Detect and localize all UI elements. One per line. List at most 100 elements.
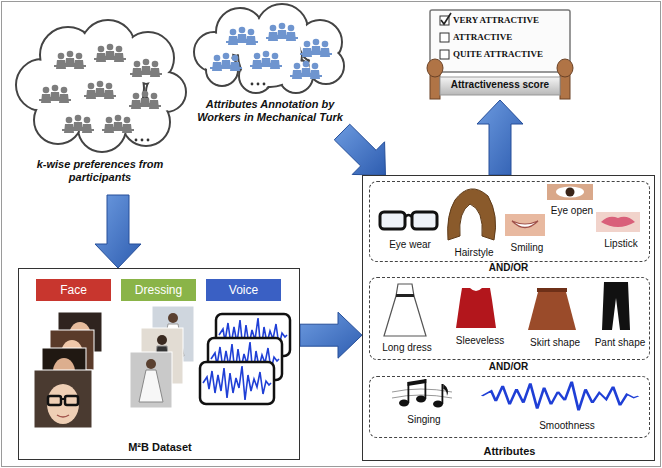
text-slot: ATTRACTIVE	[453, 32, 567, 43]
face-photos	[34, 312, 102, 428]
participants-cloud-shape	[39, 85, 71, 103]
dressing-photos	[168, 313, 178, 323]
participants-cloud-shape	[39, 44, 162, 133]
attribute-name: Long dress	[372, 342, 442, 354]
block-arrow	[477, 100, 523, 175]
score-sign: VERY ATTRACTIVE ATTRACTIVE QUITE ATTRACTIV…	[415, 6, 585, 100]
participants-cloud-shape	[135, 139, 150, 142]
smile-icon	[512, 221, 538, 228]
attribute-group: Long dress Sleeveless Skirt shapePant shap…	[369, 277, 650, 360]
voice-waveforms	[203, 366, 271, 400]
annotators-cloud-shape	[196, 6, 343, 92]
connective-label: AND/OR	[368, 361, 649, 373]
smile-icon	[505, 214, 545, 236]
score-board	[557, 59, 573, 77]
annotators-cloud: Attributes Annotation by Workers in Mech…	[190, 0, 350, 132]
annotators-cloud-shape	[194, 4, 344, 93]
face-photos	[47, 384, 79, 424]
text-slot: Attributes	[363, 445, 656, 458]
eyewear-icon	[405, 215, 412, 217]
face-photos	[61, 398, 65, 400]
text-slot: Face	[36, 283, 111, 297]
dressing-photos	[146, 359, 156, 369]
checkbox-option: QUITE ATTRACTIVE	[453, 49, 567, 60]
score-board	[441, 13, 451, 24]
voice-waveforms	[200, 362, 274, 404]
skirt-icon	[528, 288, 576, 330]
attribute-name: Smiling	[502, 242, 552, 254]
participants-cloud-shape	[54, 51, 86, 69]
pants-icon	[602, 282, 630, 330]
text-slot: Dressing	[121, 283, 196, 297]
participants-cloud-shape	[16, 20, 186, 152]
pants-icon	[602, 282, 630, 330]
annotators-cloud-shape	[251, 83, 254, 86]
text-slot: VERY ATTRACTIVE	[453, 15, 567, 26]
attribute-group: Eye wearHairstyleSmiling Eye openLipstick	[369, 181, 650, 262]
dressing-photos	[130, 352, 172, 408]
text-slot: AND/OR	[368, 262, 649, 274]
box-caption: Attributes	[363, 445, 656, 458]
lipstick-icon	[601, 217, 635, 227]
participants-cloud-shape	[130, 59, 162, 77]
text-slot: Eye wear	[372, 239, 448, 251]
annotators-cloud-shape	[226, 27, 258, 45]
face-photos	[65, 396, 78, 405]
face-photos	[34, 370, 92, 428]
text-slot: Pant shape	[590, 337, 650, 349]
attribute-name: Eye wear	[372, 239, 448, 251]
lipstick-icon	[596, 212, 640, 232]
attribute-name: Skirt shape	[520, 337, 590, 349]
participants-cloud-shape	[135, 139, 138, 142]
annotators-cloud-shape	[210, 23, 332, 79]
connective-label: AND/OR	[368, 262, 649, 274]
attribute-name: Singing	[392, 414, 456, 426]
face-photos	[57, 415, 69, 417]
eye-icon	[566, 188, 575, 197]
sleeveless-icon	[456, 288, 496, 328]
hairstyle-icon	[448, 189, 496, 240]
text-slot: AND/OR	[368, 361, 649, 373]
attribute-name: Lipstick	[594, 238, 648, 250]
attribute-name: Eye open	[542, 205, 602, 217]
eye-icon	[547, 184, 593, 200]
text-slot: k-wise preferences from participants	[15, 158, 185, 184]
checkbox-option: ATTRACTIVE	[453, 32, 567, 43]
text-slot: Skirt shape	[520, 337, 590, 349]
score-board	[430, 72, 570, 99]
eye-icon	[547, 184, 593, 200]
attribute-name: Sleeveless	[448, 335, 512, 347]
text-slot: QUITE ATTRACTIVE	[453, 49, 567, 60]
participants-cloud-shape	[16, 20, 186, 152]
block-arrow	[95, 195, 141, 268]
text-slot: Hairstyle	[442, 247, 506, 259]
dressing-photos	[130, 352, 172, 408]
skirt-icon	[537, 288, 567, 292]
attribute-name: Pant shape	[590, 337, 650, 349]
eyewear-icon	[380, 212, 437, 229]
participants-cloud-shape	[129, 91, 161, 109]
dressing-photos	[139, 370, 163, 402]
eyewear-icon	[380, 212, 405, 229]
music-notes-icon	[442, 384, 444, 404]
tab-label: Voice	[206, 283, 281, 297]
score-board	[427, 59, 573, 77]
box-caption: M²B Dataset	[19, 441, 301, 454]
block-arrow	[334, 124, 385, 175]
text-slot: Singing	[392, 414, 456, 426]
participants-cloud-shape	[84, 81, 116, 99]
text-slot: Smoothness	[517, 420, 617, 432]
participants-cloud-shape	[18, 22, 185, 151]
annotators-cloud-shape	[210, 53, 242, 71]
dressing-photos	[130, 306, 194, 408]
music-notes-icon	[399, 379, 448, 408]
smile-icon	[505, 214, 545, 236]
voice-waveforms	[200, 314, 290, 404]
sleeveless-icon	[456, 288, 496, 328]
dataset-box: M²B Dataset Face Dressing Voice	[18, 268, 300, 460]
attribute-name: Hairstyle	[442, 247, 506, 259]
face-photos	[34, 370, 92, 428]
score-board	[427, 59, 443, 77]
